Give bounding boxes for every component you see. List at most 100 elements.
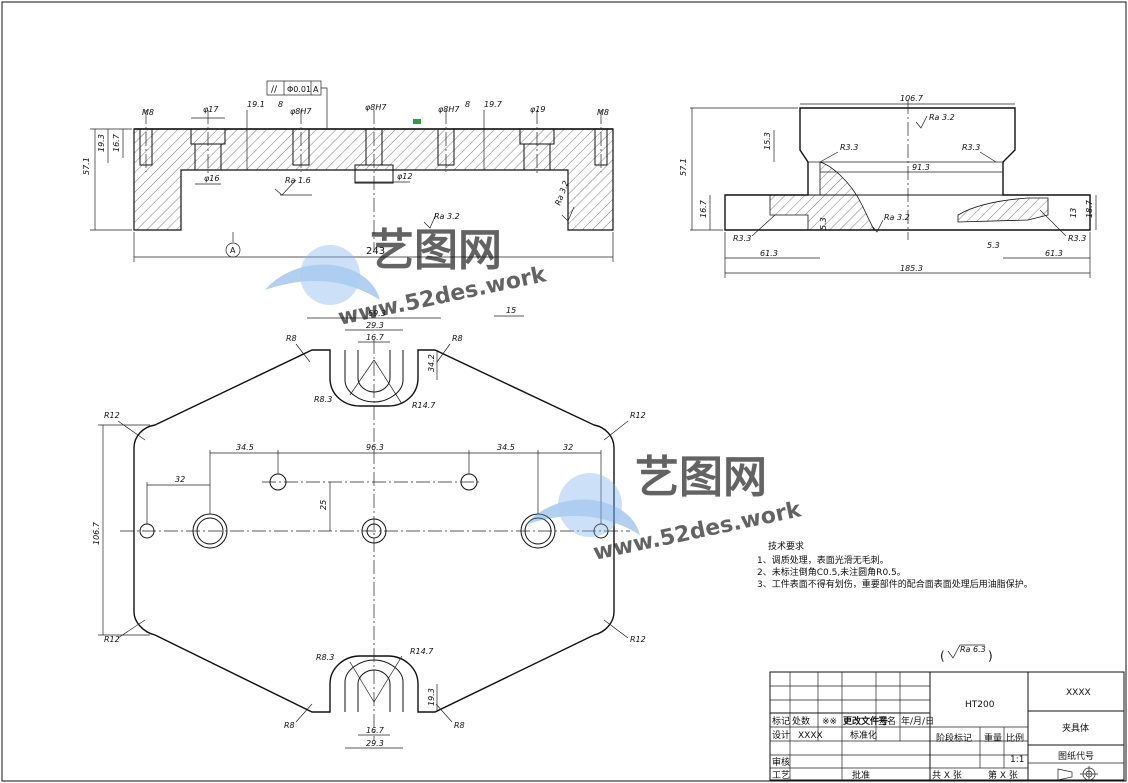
tb-designer: XXXX [798,731,823,741]
tb-part-name: 夹具体 [1062,722,1089,734]
tech-req-item-1: 1、调质处理，表面光滑无毛刺。 [757,554,889,566]
top-w96-3: 96.3 [366,443,384,452]
w8-right-label: 8 [465,100,470,109]
watermark-logo-icon [265,245,380,305]
top-h34-2: 34.2 [427,354,436,372]
side-w61-3-right: 61.3 [1045,249,1063,258]
svg-text:): ) [988,649,993,663]
watermark-brand-top: 艺图网 [370,225,502,276]
side-w5-3-left: 5.3 [819,217,828,230]
tech-req-title: 技术要求 [768,540,804,552]
w19-1-label: 19.1 [247,100,265,109]
scale-15-label: 15 [506,306,516,315]
top-r8-tl: R8 [286,334,297,343]
tech-req-item-2: 2、未标注倒角C0.5,未注圆角R0.5。 [757,566,906,578]
tb-change-doc: 更改文件号 [843,715,888,727]
d17-label: φ17 [203,105,219,114]
tech-req-item-3: 3、工件表面不得有划伤，重要部件的配合面表面处理后用油脂保护。 [757,578,1033,590]
side-top-width: 106.7 [900,94,924,103]
tb-mark: 标记 [772,715,790,727]
tb-drawing-no: 图纸代号 [1058,750,1094,762]
tb-material: HT200 [965,700,995,710]
tb-standard: 标准化 [850,729,877,741]
side-w5-3-right: 5.3 [987,241,1000,250]
general-roughness-label: Ra 6.3 [960,645,986,654]
tb-weight: 重量 [984,732,1002,744]
side-ra-top: Ra 3.2 [929,113,955,122]
w8-left-label: 8 [278,100,283,109]
m8-left-label: M8 [142,108,154,117]
tb-date: 年/月/日 [901,715,934,727]
top-w34-5-left: 34.5 [236,443,254,452]
datum-a-label: A [230,246,236,255]
d8h7-right-label: φ8H7 [438,105,460,114]
top-w16-7-bottom: 16.7 [366,726,385,735]
top-w29-3-bottom: 29.3 [366,739,384,748]
top-h19-3: 19.3 [427,688,436,706]
side-r33-tl: R3.3 [840,143,858,152]
tb-count: 处数 [792,715,810,727]
watermark-logo-icon-2 [525,473,640,537]
side-height: 57.1 [679,158,688,176]
tb-company: XXXX [1066,688,1091,698]
top-w69-3: 69.3 [368,309,386,318]
ra32-mid-label: Ra 3.2 [434,212,460,221]
green-marker [413,119,421,124]
tb-sheet-no: 第 X 张 [988,769,1018,781]
m8-right-label: M8 [597,108,609,117]
side-r33-br: R3.3 [1068,234,1086,243]
top-r14-7-bottom: R14.7 [410,647,434,656]
top-r8-tr: R8 [452,334,463,343]
tb-process: 工艺 [772,770,790,781]
tb-review: 审核 [772,756,790,768]
side-section-view: 106.7 Ra 3.2 15.3 R3.3 R3.3 91.3 57.1 16… [679,94,1097,278]
watermark-bottom: 艺图网 www.52des.work [525,452,805,566]
front-section-view: 243 57.1 19.3 16.7 M8 φ17 19.1 8 φ8H7 φ8… [82,80,614,262]
top-r12-tr: R12 [630,411,646,420]
top-w29-3-top: 29.3 [366,321,384,330]
top-r12-bl: R12 [104,635,120,644]
tb-scale-value: 1:1 [1010,755,1024,765]
ra16-label: Ra 1.6 [285,176,311,185]
tolerance-symbol: // [271,85,278,95]
side-w61-3-left: 61.3 [760,249,778,258]
side-h-15-3: 15.3 [763,132,772,150]
side-w91-3: 91.3 [912,163,930,172]
side-r33-bl: R3.3 [733,234,751,243]
top-r12-br: R12 [630,635,646,644]
top-r14-7-top: R14.7 [412,401,436,410]
tb-xx: ※※ [822,717,837,727]
top-r8-bl: R8 [284,721,295,730]
side-h-13: 13 [1069,208,1078,218]
technical-requirements: 技术要求 1、调质处理，表面光滑无毛刺。 2、未标注倒角C0.5,未注圆角R0.… [757,540,1033,590]
tb-stage: 阶段标记 [936,732,972,744]
side-total: 185.3 [900,264,923,273]
tb-scale: 比例 [1006,732,1024,744]
top-height: 106.7 [92,521,101,545]
tb-approve: 批准 [852,769,870,781]
general-roughness-symbol: ( Ra 6.3 ) [940,644,993,663]
tolerance-datum: A [313,85,319,94]
front-height-dim: 57.1 [82,157,91,175]
d8h7-left-label: φ8H7 [290,107,312,116]
top-r8-3-bottom: R8.3 [316,653,334,662]
geometric-tolerance-frame: // Φ0.01 A [266,80,328,129]
top-r12-tl: R12 [104,411,120,420]
side-r33-tr: R3.3 [962,143,980,152]
tb-sign: 签名 [878,715,896,727]
w19-7-label: 19.7 [484,100,503,109]
projection-symbol-icon [1057,766,1098,781]
top-w34-5-right: 34.5 [497,443,515,452]
side-h-16-7: 16.7 [699,199,708,218]
tb-total-sheets: 共 X 张 [932,770,962,781]
svg-text:(: ( [940,649,945,663]
side-ra-bottom: Ra 3.2 [884,213,910,222]
front-h2-dim: 16.7 [112,133,121,152]
d8h7-mid-label: φ8H7 [365,103,387,112]
tb-design: 设计 [772,729,790,741]
top-r8-3-top: R8.3 [314,395,332,404]
front-h1-dim: 19.3 [97,134,106,152]
tolerance-value: Φ0.01 [287,85,311,94]
